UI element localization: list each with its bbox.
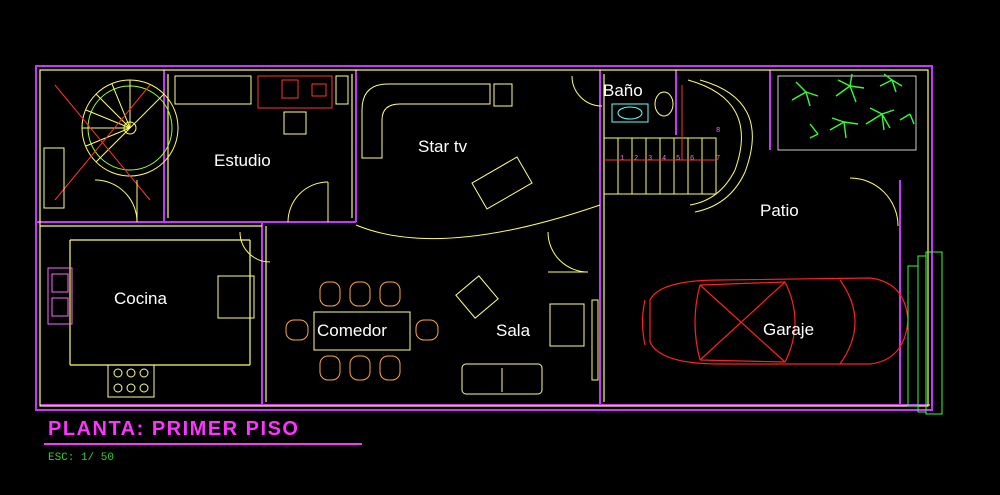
room-label-sala: Sala xyxy=(496,321,531,340)
room-label-comedor: Comedor xyxy=(317,321,387,340)
room-label-estudio: Estudio xyxy=(214,151,271,170)
living-room-furniture xyxy=(455,275,599,395)
scale-label: ESC: 1/ 50 xyxy=(48,452,115,464)
stair-number: 5 xyxy=(676,155,680,163)
room-label-garaje: Garaje xyxy=(763,320,814,339)
patio-plants xyxy=(777,73,917,151)
stair-number: 2 xyxy=(634,155,638,163)
stair-number: 3 xyxy=(648,155,652,163)
bathroom-fixtures xyxy=(611,91,674,123)
room-label-patio: Patio xyxy=(760,201,799,220)
stair-numbers: 1 2 3 4 5 6 7 8 xyxy=(620,127,720,163)
dining-set xyxy=(285,281,439,381)
stair-number: 6 xyxy=(690,155,694,163)
study-furniture xyxy=(174,75,349,135)
stair-number: 7 xyxy=(716,155,720,163)
room-labels: Estudio Star tv Baño Patio Cocina Comedo… xyxy=(114,81,814,340)
tv-room-furniture xyxy=(361,83,533,210)
inner-walls xyxy=(39,69,929,407)
stair-number: 4 xyxy=(662,155,666,163)
stair-number: 8 xyxy=(716,127,720,135)
outer-walls xyxy=(35,65,933,411)
kitchen-fixtures xyxy=(43,147,255,398)
title-underline xyxy=(44,443,362,445)
garage-door xyxy=(907,251,943,415)
stair-number: 1 xyxy=(620,155,624,163)
room-label-bano: Baño xyxy=(603,81,643,100)
doors xyxy=(94,75,899,273)
room-label-star-tv: Star tv xyxy=(418,137,468,156)
straight-staircase xyxy=(603,79,753,213)
spiral-staircase xyxy=(54,79,179,201)
room-label-cocina: Cocina xyxy=(114,289,167,308)
plan-title: PLANTA: PRIMER PISO xyxy=(48,418,300,440)
